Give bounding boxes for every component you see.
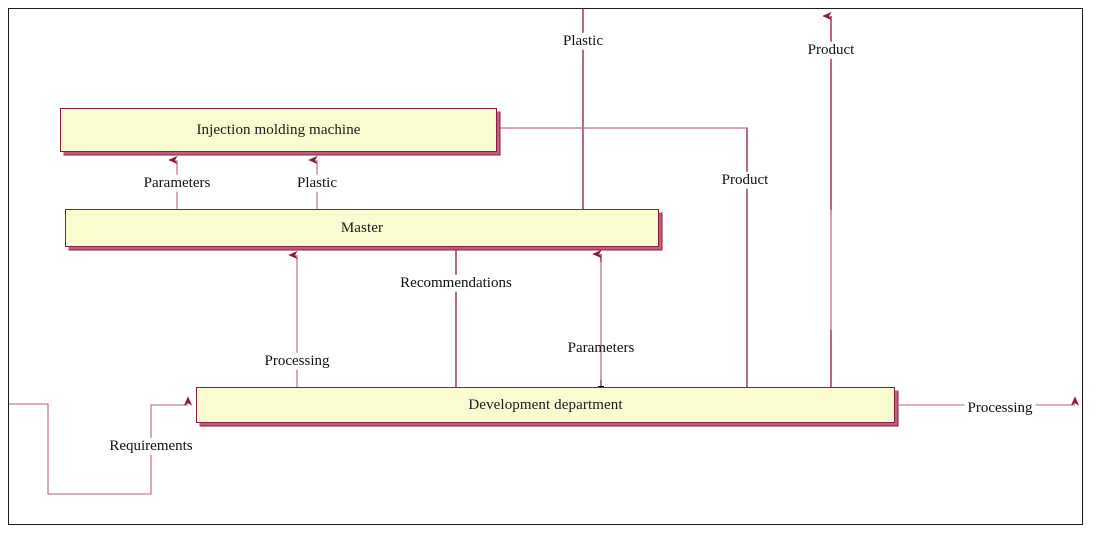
node-injection-molding-machine[interactable]: Injection molding machine xyxy=(60,108,497,152)
node-label-master: Master xyxy=(340,219,384,236)
edge-label-recommendations-master-to-development: Recommendations xyxy=(397,274,515,292)
edge-label-plastic-external-to-master: Plastic xyxy=(560,32,606,50)
node-master[interactable]: Master xyxy=(65,209,659,247)
edge-label-parameters-development-to-master: Parameters xyxy=(567,339,635,356)
node-development-department[interactable]: Development department xyxy=(196,387,895,423)
edge-label-product-machine-to-development: Product xyxy=(718,171,772,189)
node-label-development-department: Development department xyxy=(468,396,623,413)
edge-label-product-development-to-external: Product xyxy=(804,41,858,59)
edge-label-plastic-master-to-machine: Plastic xyxy=(294,174,340,192)
edge-label-requirements-external-to-development: Requirements xyxy=(106,437,196,455)
node-label-injection-molding-machine: Injection molding machine xyxy=(196,121,361,138)
edge-label-processing-development-to-master: Processing xyxy=(261,352,333,370)
edge-label-parameters-master-to-machine: Parameters xyxy=(140,174,214,192)
edge-label-processing-development-to-external: Processing xyxy=(964,399,1036,417)
